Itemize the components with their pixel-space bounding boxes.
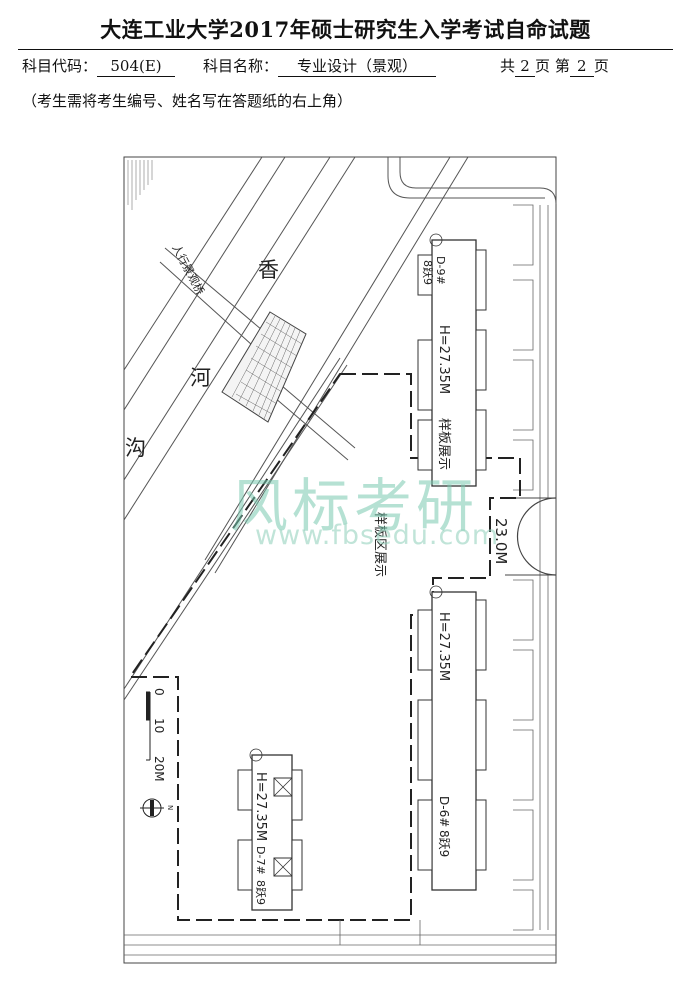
road-width-label: 23.0M (492, 518, 510, 564)
current-prefix: 第 (554, 57, 570, 75)
instruction-note: （考生需将考生编号、姓名写在答题纸的右上角） (22, 92, 353, 110)
subject-code-label: 科目代码： (22, 57, 98, 75)
current-suffix: 页 (593, 57, 609, 75)
d9-id: D-9# (434, 256, 447, 285)
road-edge-inner (387, 157, 545, 199)
d7-height: H=27.35M (253, 772, 268, 841)
exam-title: 大连工业大学2017年硕士研究生入学考试自命试题 (100, 17, 591, 42)
subject-code: 科目代码：504(E) (22, 55, 176, 77)
subject-name-value: 专业设计（景观） (278, 57, 437, 77)
d6-id: D-6# (437, 796, 451, 827)
watermark-url: www.fbsedu.com (255, 520, 500, 551)
bridge-grid (221, 311, 307, 423)
d7-floors: 8跃9 (254, 880, 268, 905)
scale-tick-10: 10 (152, 718, 166, 733)
watermark-text: 风标考研 (230, 472, 479, 540)
pedestrian-bridge (159, 247, 356, 461)
scale-tick-20: 20M (152, 756, 166, 782)
subject-code-value: 504(E) (97, 57, 176, 77)
subject-name: 科目名称：专业设计（景观） (203, 55, 437, 77)
d6-floors: 8跃9 (437, 830, 451, 857)
total-prefix: 共 (500, 57, 516, 75)
scale-bar (146, 691, 151, 761)
current-page: 2 (569, 57, 594, 77)
river-char-1: 香 (258, 258, 279, 282)
scale-tick-0: 0 (152, 688, 166, 696)
page-word: 页 (535, 57, 551, 75)
d9-extra: 样板展示 (436, 418, 451, 470)
river-char-2: 河 (190, 366, 211, 390)
total-pages: 2 (515, 57, 536, 77)
river-edges (123, 156, 469, 701)
building-d9 (417, 233, 487, 487)
bottom-road (124, 920, 556, 956)
building-d7 (237, 748, 303, 911)
hatched-strip (127, 160, 153, 210)
plan-frame (123, 156, 557, 964)
parking-stalls (513, 204, 549, 931)
d9-floors: 8跃9 (421, 260, 435, 285)
zone-label: 样板区展示 (372, 512, 387, 577)
header-rule (18, 49, 673, 50)
d9-height: H=27.35M (436, 325, 451, 394)
d6-height: H=27.35M (436, 612, 451, 681)
building-d6 (417, 585, 487, 891)
subject-name-label: 科目名称： (203, 57, 279, 75)
north-label: N (166, 805, 174, 810)
d7-id: D-7# (254, 846, 267, 875)
road-roundabout (516, 497, 557, 576)
north-arrow-icon (140, 798, 164, 818)
river-char-3: 沟 (125, 436, 146, 460)
road-edge-top (399, 157, 557, 205)
